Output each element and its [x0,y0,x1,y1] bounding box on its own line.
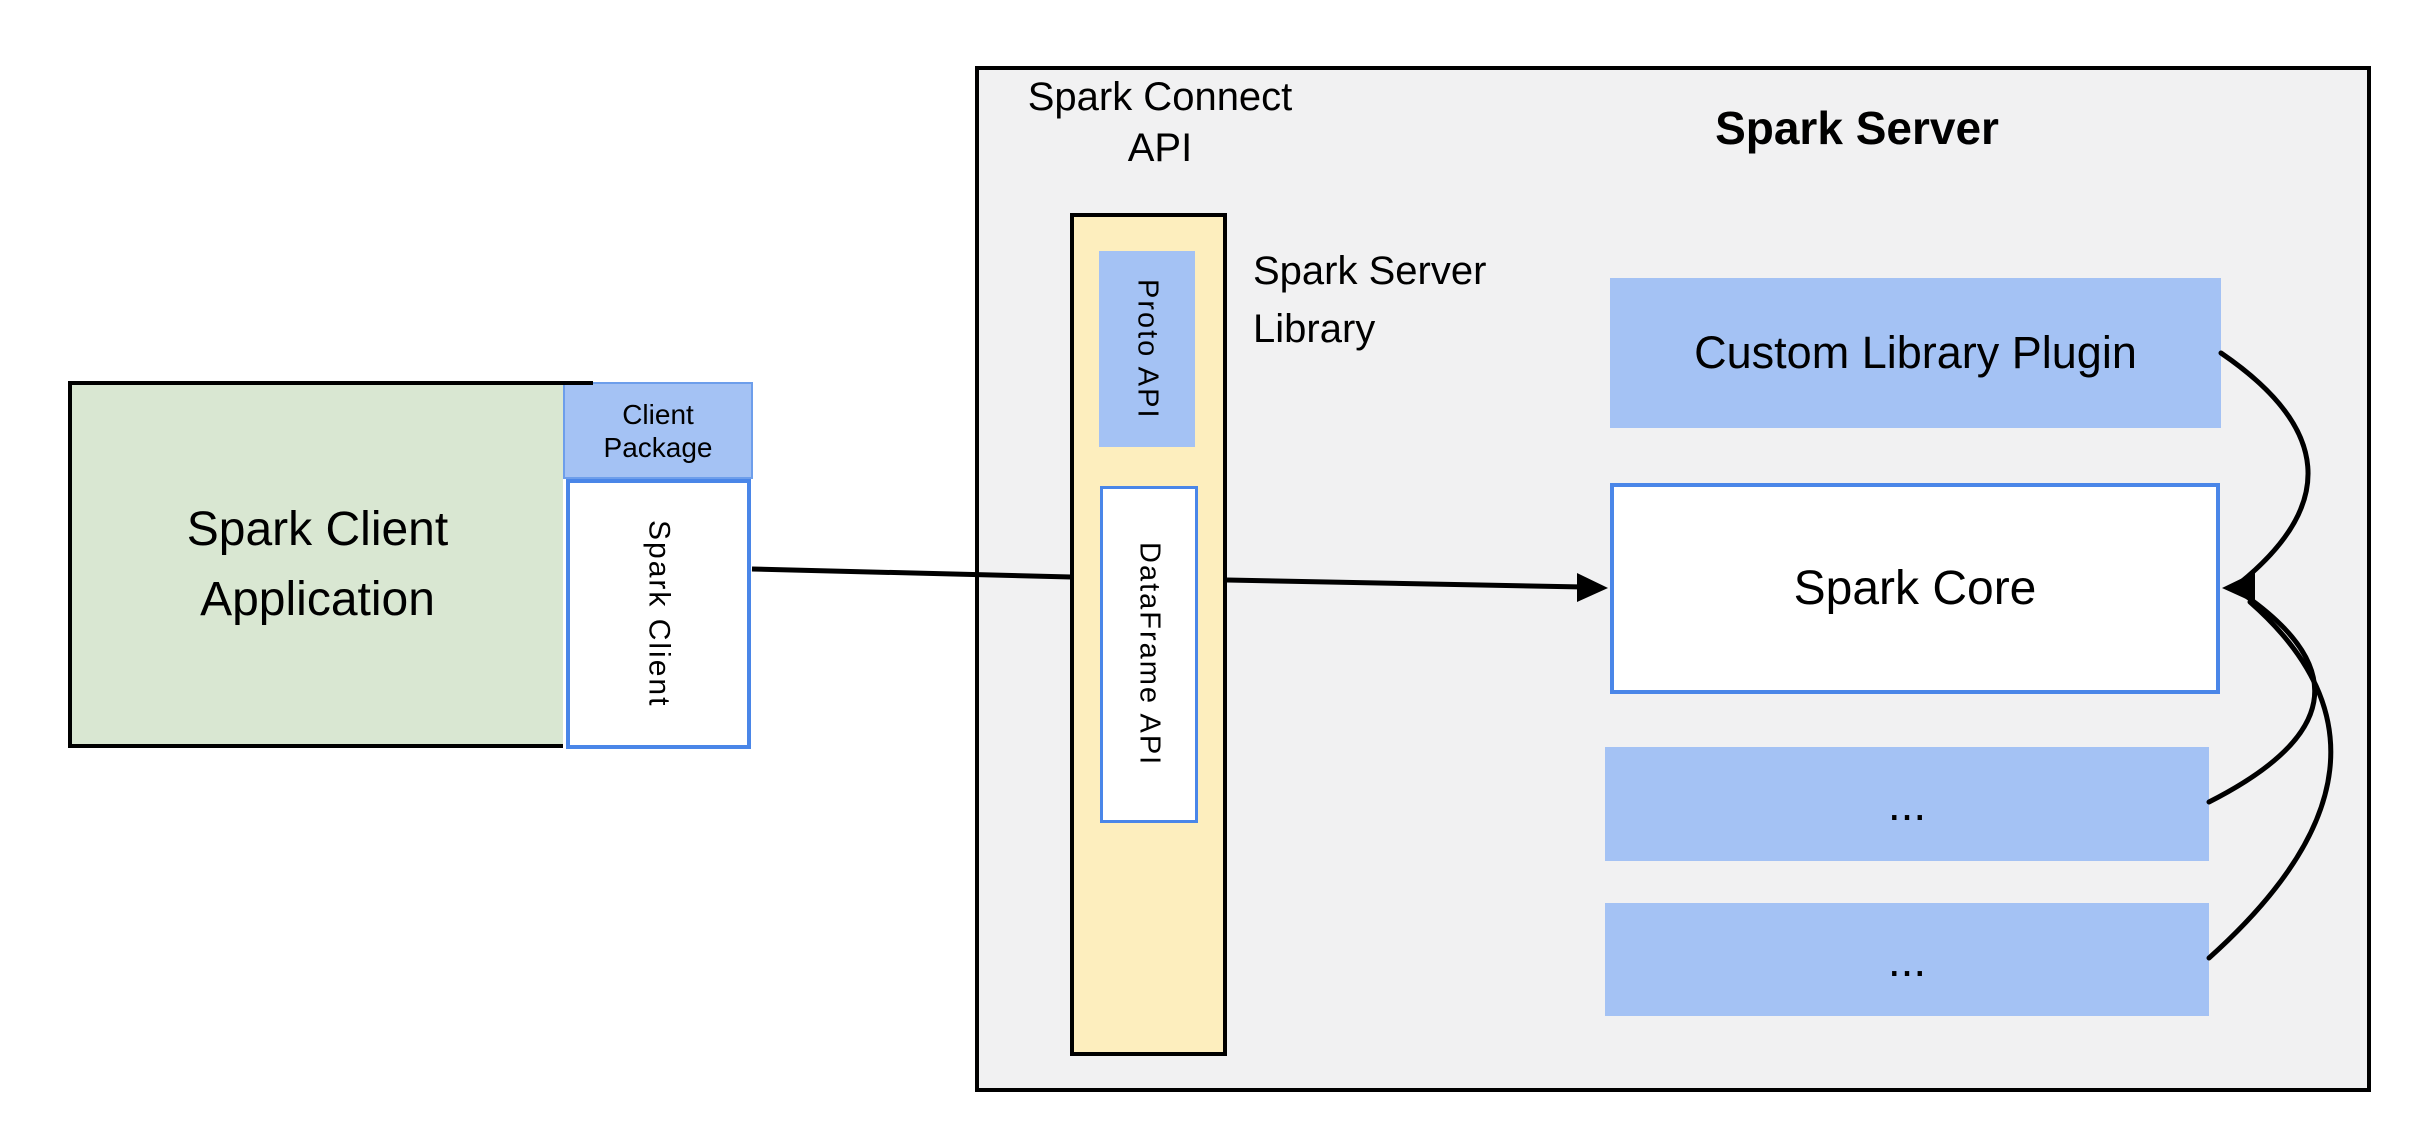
custom-library-plugin-box: Custom Library Plugin [1610,278,2221,428]
spark-connect-api-label: Spark Connect API [985,72,1335,174]
more-plugins-label-1: ... [1887,778,1927,830]
spark-server-library-label-line1: Spark Server [1253,249,1487,293]
spark-server-title: Spark Server [1715,102,1999,154]
spark-client-application-label-line2: Application [200,572,435,626]
spark-core-box: Spark Core [1610,483,2220,694]
dataframe-api-label: DataFrame API [1133,542,1166,767]
spark-connect-api-label-line1: Spark Connect [1027,75,1293,119]
spark-client-application-label-line1: Spark Client [186,502,449,556]
client-package-box: Client Package [563,382,753,479]
more-plugins-box-1: ... [1605,747,2209,861]
spark-server-library-label: Spark Server Library [1253,242,1673,358]
spark-connect-api-label-line2: API [1127,126,1193,170]
client-package-label-line1: Client [622,398,694,430]
spark-client-label: Spark Client [642,520,676,708]
custom-library-plugin-label: Custom Library Plugin [1694,327,2137,378]
client-package-label-line2: Package [603,431,713,463]
more-plugins-label-2: ... [1887,933,1927,986]
proto-api-box: Proto API [1099,251,1195,447]
spark-client-box: Spark Client [566,479,751,749]
dataframe-api-box: DataFrame API [1100,486,1198,823]
spark-client-application-box: Spark Client Application [68,381,563,748]
proto-api-label: Proto API [1131,278,1164,420]
spark-core-label: Spark Core [1793,562,2037,615]
more-plugins-box-2: ... [1605,903,2209,1016]
spark-server-library-label-line2: Library [1253,307,1376,351]
